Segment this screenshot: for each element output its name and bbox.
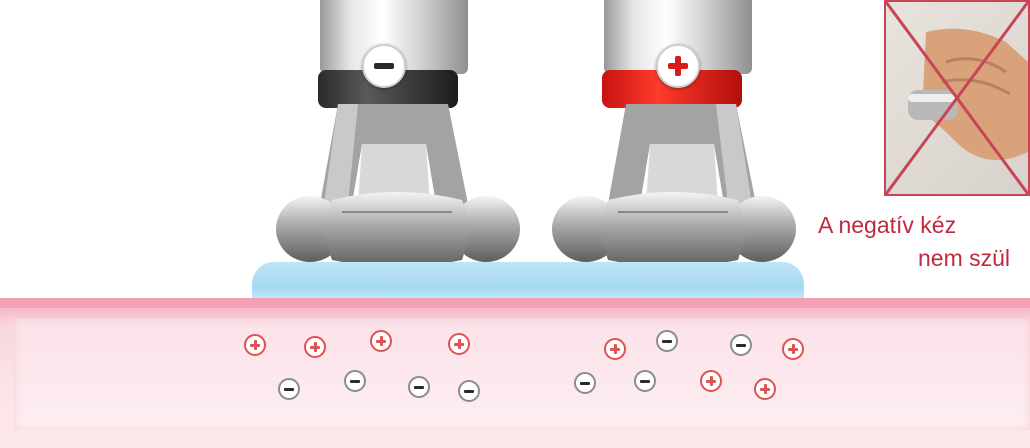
negative-ion-icon [574, 372, 596, 394]
negative-ion-icon [278, 378, 300, 400]
negative-ion-icon [408, 376, 430, 398]
positive-ion-icon [244, 334, 266, 356]
hand-holding-electrode-icon [886, 2, 1028, 194]
positive-roller [548, 186, 798, 272]
positive-ion-icon [754, 378, 776, 400]
positive-ion-icon [782, 338, 804, 360]
negative-ion-icon [458, 380, 480, 402]
plus-icon [656, 44, 700, 88]
warning-caption-line2: nem szül [918, 245, 1010, 272]
positive-ion-icon [370, 330, 392, 352]
negative-ion-icon [344, 370, 366, 392]
skin-inner-layer [14, 318, 1030, 430]
positive-ion-icon [448, 333, 470, 355]
negative-roller [272, 186, 522, 272]
negative-ion-icon [634, 370, 656, 392]
minus-icon [362, 44, 406, 88]
negative-ion-icon [656, 330, 678, 352]
warning-caption-line1: A negatív kéz [818, 212, 956, 239]
positive-ion-icon [700, 370, 722, 392]
negative-ion-icon [730, 334, 752, 356]
crossed-out-photo [884, 0, 1030, 196]
skin-surface [0, 298, 1030, 308]
positive-ion-icon [604, 338, 626, 360]
positive-ion-icon [304, 336, 326, 358]
